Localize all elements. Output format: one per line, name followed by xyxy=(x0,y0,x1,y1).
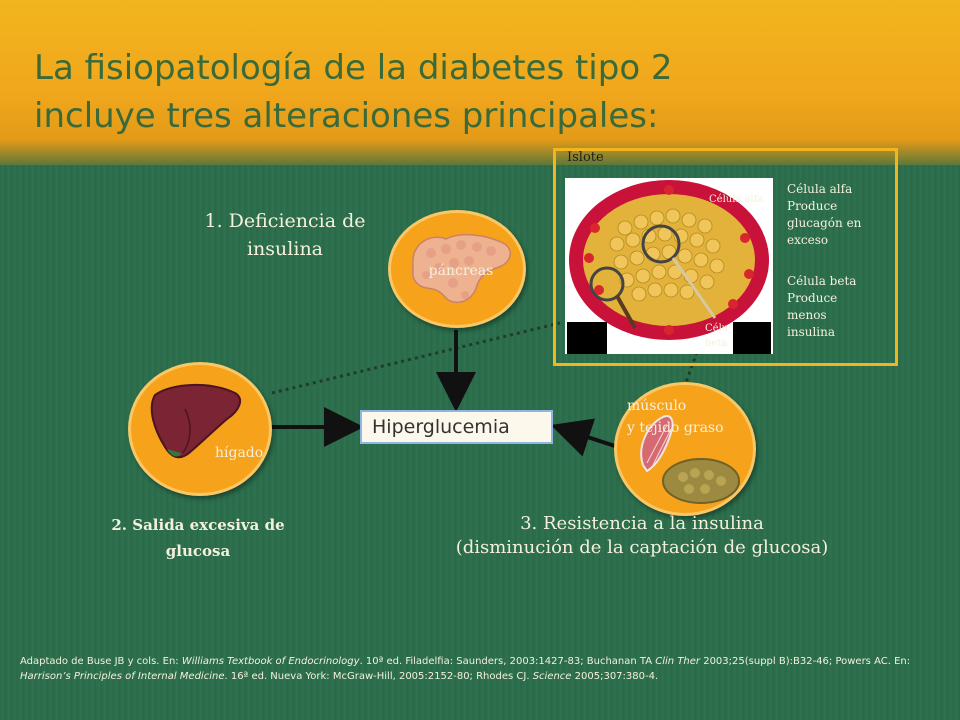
arrow-muscle-hyperglycemia xyxy=(550,418,619,457)
muscle-fat-label: músculo y tejido graso xyxy=(627,398,724,436)
beta-cell-tag: Célu beta xyxy=(705,323,729,349)
muscle-fat-circle: músculo y tejido graso xyxy=(614,382,756,516)
hyperglycemia-box: Hiperglucemia xyxy=(360,410,553,444)
slide-title: La fisiopatología de la diabetes tipo 2 … xyxy=(34,44,914,140)
liver-circle: hígado xyxy=(128,362,272,496)
title-line-2: incluye tres alteraciones principales: xyxy=(34,96,659,136)
alpha-cell-description: Célula alfa Produce glucagón en exceso xyxy=(787,182,862,247)
pancreas-label: páncreas xyxy=(428,263,494,279)
liver-label: hígado xyxy=(215,445,264,461)
dotted-connector-liver xyxy=(271,321,561,395)
title-line-1: La fisiopatología de la diabetes tipo 2 xyxy=(34,48,673,88)
source-citation: Adaptado de Buse JB y cols. En: Williams… xyxy=(20,656,911,682)
muscle-fat-icon xyxy=(640,415,740,504)
islet-inset-frame xyxy=(553,148,898,366)
alpha-cell-tag: Célula alfa xyxy=(709,194,764,205)
dotted-connector-muscle xyxy=(683,351,699,386)
islet-illustration xyxy=(565,178,773,354)
insulin-resistance-label: 3. Resistencia a la insulina (disminució… xyxy=(455,513,829,558)
header-band xyxy=(0,0,960,175)
islet-cells-icon xyxy=(565,178,773,354)
islet-title: Islote xyxy=(567,150,604,165)
pancreas-icon xyxy=(412,233,511,304)
insulin-deficiency-label: 1. Deficiencia de insulina xyxy=(204,210,366,260)
beta-cell-description: Célula beta Produce menos insulina xyxy=(787,274,857,339)
pancreas-circle: páncreas xyxy=(388,210,526,328)
glucose-output-label: 2. Salida excesiva de glucosa xyxy=(111,516,285,560)
liver-icon xyxy=(150,384,242,459)
